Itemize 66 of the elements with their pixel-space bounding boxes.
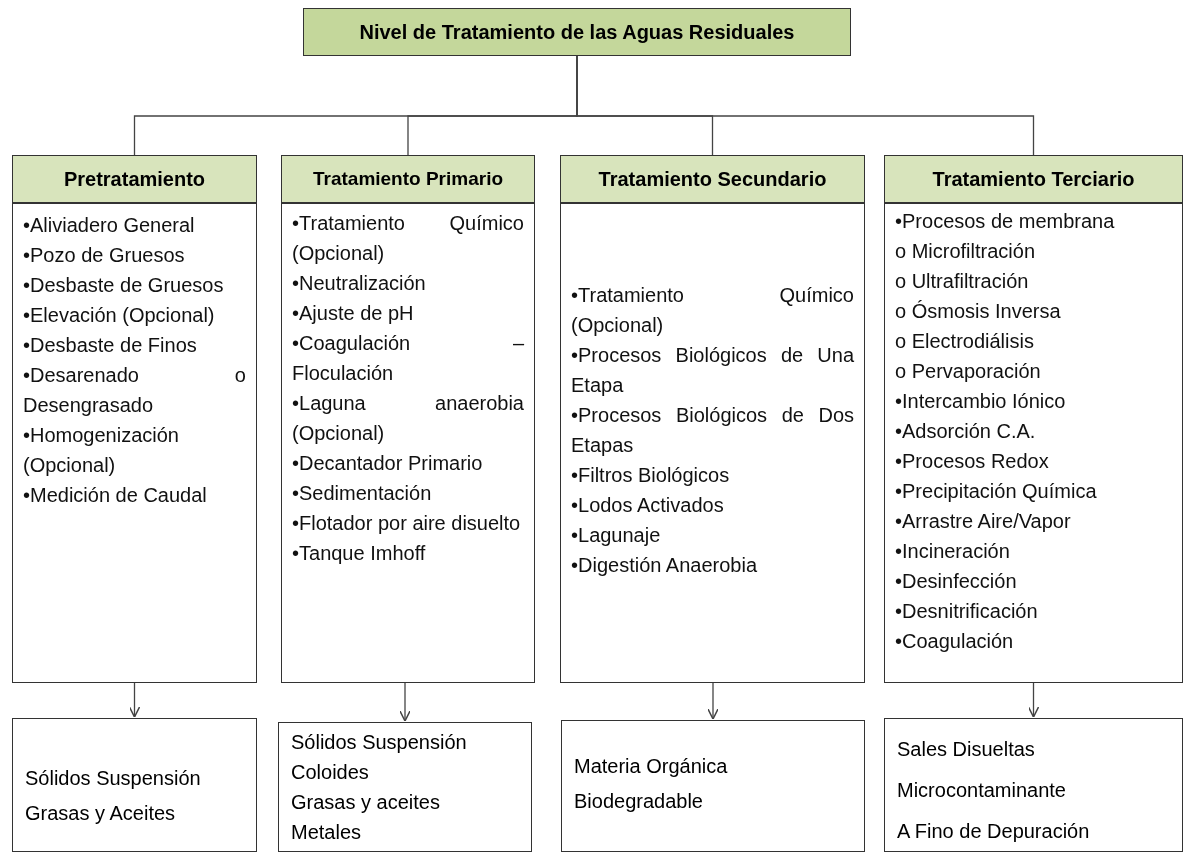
list-item: •Laguna anaerobia (Opcional) <box>292 391 524 446</box>
list-item: o Ósmosis Inversa <box>895 299 1062 324</box>
list-item: •Digestión Anaerobia <box>571 553 758 578</box>
list-item: o Ultrafiltración <box>895 269 1030 294</box>
result-text: Coloides <box>291 760 370 785</box>
list-item: •Desarenado o Desengrasado <box>23 363 246 418</box>
arrow <box>1027 682 1040 718</box>
list-item: •Neutralización <box>292 271 427 296</box>
list-item: •Aliviadero General <box>23 213 196 238</box>
result-box <box>561 720 865 852</box>
list-item: •Adsorción C.A. <box>895 419 1037 444</box>
list-item: •Sedimentación <box>292 481 433 506</box>
result-text: Sales Disueltas <box>897 737 1036 762</box>
result-box <box>12 718 257 852</box>
list-item: •Medición de Caudal <box>23 483 208 508</box>
list-item: •Tratamiento Químico (Opcional) <box>571 283 854 338</box>
list-item: •Tratamiento Químico (Opcional) <box>292 211 524 266</box>
list-item: •Lagunaje <box>571 523 662 548</box>
column-header: Tratamiento Primario <box>282 156 534 204</box>
column-header: Tratamiento Terciario <box>885 156 1182 204</box>
result-text: Sólidos Suspensión <box>25 766 202 791</box>
column-header: Tratamiento Secundario <box>561 156 864 204</box>
list-item: •Procesos Biológicos de Dos Etapas <box>571 403 854 458</box>
list-item: •Pozo de Gruesos <box>23 243 186 268</box>
list-item: •Filtros Biológicos <box>571 463 731 488</box>
list-item: •Precipitación Química <box>895 479 1098 504</box>
column-box <box>281 155 535 683</box>
result-box <box>884 718 1183 852</box>
result-text: Microcontaminante <box>897 778 1067 803</box>
list-item: •Coagulación <box>895 629 1015 654</box>
list-item: •Desinfección <box>895 569 1018 594</box>
arrow <box>128 682 141 718</box>
column-header: Pretratamiento <box>13 156 256 204</box>
list-item: •Ajuste de pH <box>292 301 415 326</box>
arrow <box>707 682 719 720</box>
column-box <box>12 155 257 683</box>
arrow <box>399 682 411 722</box>
column-box <box>560 155 865 683</box>
list-item: •Procesos de membrana <box>895 209 1116 234</box>
list-item: •Tanque Imhoff <box>292 541 427 566</box>
result-text: Grasas y Aceites <box>25 801 177 826</box>
result-text: Metales <box>291 820 363 845</box>
list-item: •Decantador Primario <box>292 451 484 476</box>
list-item: •Desbaste de Finos <box>23 333 198 358</box>
list-item: o Pervaporación <box>895 359 1042 384</box>
list-item: •Flotador por aire disuelto <box>292 511 522 536</box>
list-item: •Desnitrificación <box>895 599 1039 624</box>
list-item: •Intercambio Iónico <box>895 389 1067 414</box>
list-item: •Arrastre Aire/Vapor <box>895 509 1072 534</box>
list-item: o Electrodiálisis <box>895 329 1035 354</box>
list-item: •Elevación (Opcional) <box>23 303 216 328</box>
result-text: A Fino de Depuración <box>897 819 1091 844</box>
list-item: o Microfiltración <box>895 239 1037 264</box>
result-box <box>278 722 532 852</box>
result-text: Materia Orgánica Biodegradable <box>574 754 729 814</box>
list-item: •Coagulación – Floculación <box>292 331 524 386</box>
result-text: Grasas y aceites <box>291 790 441 815</box>
list-item: •Lodos Activados <box>571 493 725 518</box>
result-text: Sólidos Suspensión <box>291 730 468 755</box>
list-item: •Incineración <box>895 539 1011 564</box>
list-item: •Procesos Biológicos de Una Etapa <box>571 343 854 398</box>
title-box: Nivel de Tratamiento de las Aguas Residuales <box>303 8 851 56</box>
list-item: •Homogenización (Opcional) <box>23 423 180 478</box>
list-item: •Procesos Redox <box>895 449 1050 474</box>
column-box <box>884 155 1183 683</box>
list-item: •Desbaste de Gruesos <box>23 273 225 298</box>
